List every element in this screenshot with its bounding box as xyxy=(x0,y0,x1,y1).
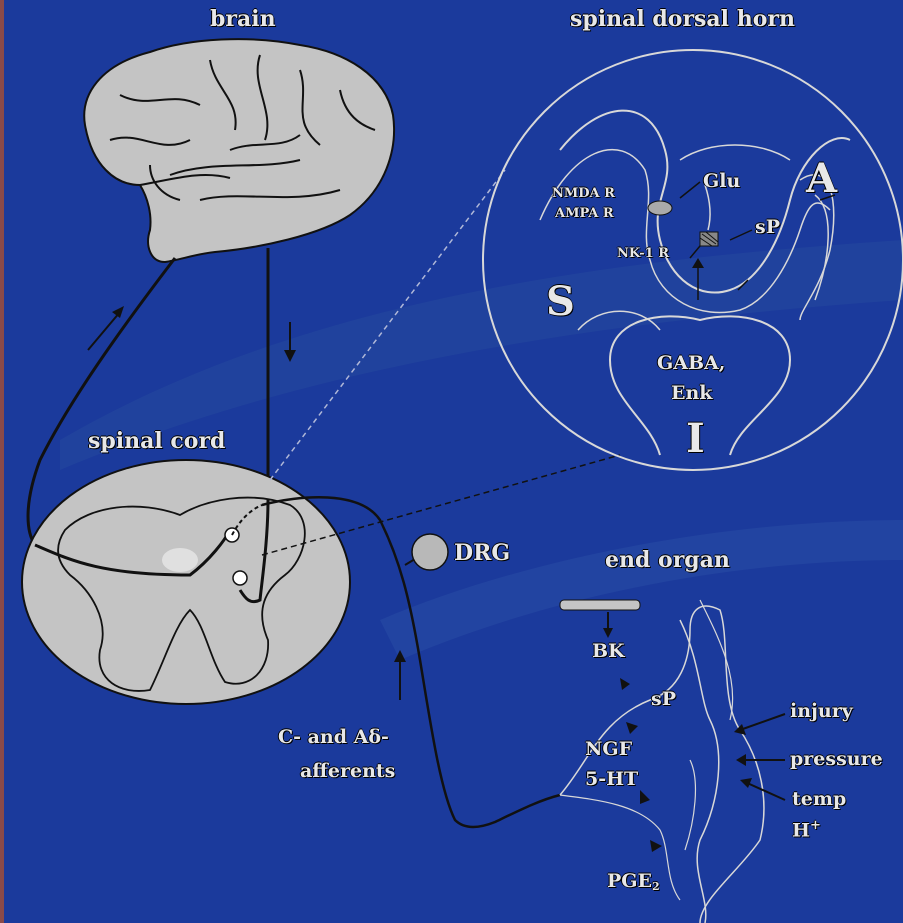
afferents-label-line2: afferents xyxy=(300,760,395,782)
nmda-receptor-label: NMDA R xyxy=(552,186,615,201)
spinal-cord-label: spinal cord xyxy=(88,428,225,454)
injury-label: injury xyxy=(790,700,853,722)
afferents-label-line1: C- and Aδ- xyxy=(278,726,389,748)
serotonin-label: 5-HT xyxy=(585,768,638,790)
glutamate-label: Glu xyxy=(703,170,740,192)
gaba-label: GABA, xyxy=(657,352,725,374)
ampa-receptor-label: AMPA R xyxy=(555,206,614,221)
substance-p-organ-label: sP xyxy=(651,688,676,710)
bradykinin-label: BK xyxy=(592,640,625,662)
drg-ganglion xyxy=(412,534,448,570)
brain-label: brain xyxy=(210,6,276,32)
ngf-label: NGF xyxy=(585,738,632,760)
region-s-label: S xyxy=(546,278,575,325)
pge2-label: PGE2 xyxy=(607,870,660,893)
spinal-cord-cross-section xyxy=(22,460,350,704)
brain-illustration xyxy=(84,39,394,262)
pressure-label: pressure xyxy=(790,748,883,770)
drg-label: DRG xyxy=(454,540,510,566)
left-edge-strip xyxy=(0,0,4,923)
nk1-receptor-label: NK-1 R xyxy=(617,246,669,261)
region-i-label: I xyxy=(686,415,705,462)
end-organ-label: end organ xyxy=(605,547,730,573)
ascending-arrow xyxy=(88,306,124,350)
hydrogen-ion-label: H+ xyxy=(792,818,821,841)
enkephalin-label: Enk xyxy=(671,382,712,404)
region-a-label: A xyxy=(806,155,837,202)
substance-p-horn-label: sP xyxy=(755,216,780,238)
temp-label: temp xyxy=(792,788,846,810)
spinal-dorsal-horn-label: spinal dorsal horn xyxy=(570,6,795,32)
